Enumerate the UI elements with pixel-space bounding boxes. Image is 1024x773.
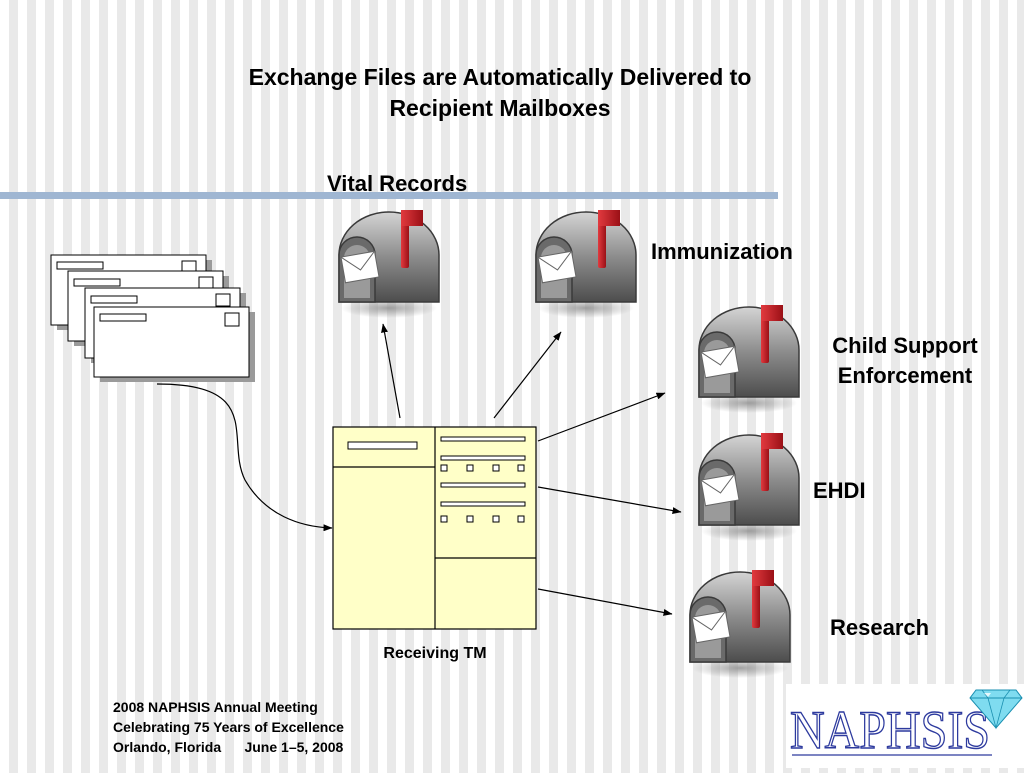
arrow-to-immunization: [493, 331, 562, 419]
footer-text: 2008 NAPHSIS Annual Meeting Celebrating …: [113, 697, 344, 757]
footer-line-2: Celebrating 75 Years of Excellence: [113, 719, 344, 735]
slide-title: Exchange Files are Automatically Deliver…: [150, 62, 850, 124]
envelope-icon: [93, 306, 255, 382]
label-research: Research: [830, 615, 930, 640]
footer-line-1: 2008 NAPHSIS Annual Meeting: [113, 699, 318, 715]
mailbox-icon-research: [689, 569, 791, 679]
arrow-to-vital-records: [381, 323, 401, 419]
envelope-to-receiver-arrow: [156, 383, 333, 532]
naphsis-logo: NAPHSIS: [786, 684, 1024, 768]
arrow-to-research: [537, 588, 673, 616]
label-receiving-tm: Receiving TM: [383, 645, 487, 662]
mailbox-icon-child-support: [698, 304, 800, 414]
title-divider-rule: [0, 192, 778, 199]
naphsis-logo-graphic: NAPHSIS: [789, 689, 1023, 761]
label-vital-records: Vital Records: [327, 171, 468, 196]
mailbox-icon-ehdi: [698, 432, 800, 542]
footer-dates: June 1–5, 2008: [244, 739, 344, 755]
envelope-stack-icon: [50, 254, 255, 382]
footer-location: Orlando, Florida: [113, 739, 222, 755]
logo-text: NAPHSIS: [790, 700, 990, 760]
title-line-1: Exchange Files are Automatically Deliver…: [248, 64, 752, 90]
label-immunization: Immunization: [651, 239, 793, 264]
mailbox-icon-vital-records: [338, 209, 440, 319]
diamond-icon: [969, 689, 1023, 730]
label-child-support-enforcement: Child Support Enforcement: [810, 331, 1000, 391]
label-ehdi: EHDI: [813, 478, 866, 503]
label-line: Child Support: [832, 333, 978, 358]
label-line: Enforcement: [837, 363, 973, 388]
arrow-to-ehdi: [537, 486, 682, 514]
mailbox-icon-immunization: [535, 209, 637, 319]
footer-line-3: Orlando, Florida June 1–5, 2008: [113, 737, 344, 757]
arrow-to-child-support: [537, 392, 666, 442]
receiving-tm-form: [332, 426, 537, 630]
title-line-2: Recipient Mailboxes: [389, 95, 611, 121]
